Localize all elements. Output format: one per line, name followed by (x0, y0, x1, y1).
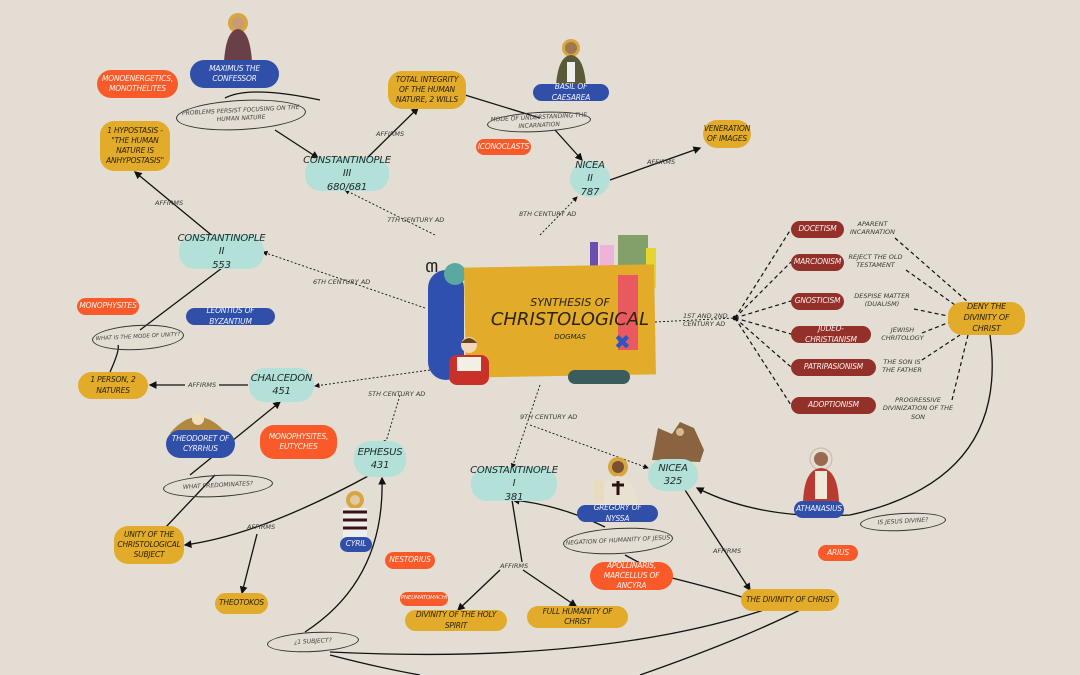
edge-label-affirms: AFFIRMS (155, 199, 184, 207)
edge-label-affirms: AFFIRMS (713, 547, 742, 555)
century-label-7th: 7TH CENTURY AD (387, 216, 445, 224)
century-label-6th: 6TH CENTURY AD (313, 278, 371, 286)
doctrine-veneration-of-images[interactable]: VENERATION OF IMAGES (703, 120, 751, 148)
heresy-desc-gnosticism: DESPISE MATTER (DUALISM) (854, 292, 910, 309)
doctrine-1-person-2-natures[interactable]: 1 PERSON, 2 NATURES (78, 372, 148, 399)
opponent-monophysites-eutyches[interactable]: MONOPHYSITES, EUTYCHES (260, 425, 337, 459)
doctrine-1-hypostasis[interactable]: 1 HYPOSTASIS - "THE HUMAN NATURE IS ANHY… (100, 121, 170, 171)
center-line2: CHRISTOLOGICAL (490, 309, 650, 330)
council-year: 381 (504, 491, 524, 503)
doctrine-divinity-of-christ[interactable]: THE DIVINITY OF CHRIST (741, 589, 839, 611)
council-year: 553 (212, 259, 231, 271)
center-line3: DOGMAS (554, 333, 586, 341)
edge-label-affirms: AFFIRMS (500, 562, 529, 570)
edge-label-affirms: AFFIRMS (647, 158, 676, 166)
edge-label-affirms: AFFIRMS (185, 381, 220, 390)
doctrine-divinity-holy-spirit[interactable]: DIVINITY OF THE HOLY SPIRIT (405, 610, 507, 631)
council-name: CHALCEDON (250, 372, 313, 384)
father-theodoret[interactable]: THEODORET OF CYRRHUS (166, 430, 235, 458)
athanasius-icon (803, 447, 839, 503)
heresy-marcionism[interactable]: MARCIONISM (791, 254, 844, 271)
opponent-iconoclasts[interactable]: ICONOCLASTS (476, 139, 531, 155)
council-name: NICEA (658, 462, 688, 474)
council-year: 680/681 (326, 181, 368, 193)
council-name: EPHESUS (357, 446, 403, 458)
theodoret-icon (170, 413, 226, 433)
heresy-desc-patripasionism: THE SON IS THE FATHER (882, 358, 922, 375)
father-athanasius[interactable]: ATHANASIUS (794, 501, 844, 518)
opponent-monophysites[interactable]: MONOPHYSITES (77, 298, 139, 315)
opponent-monoenergetics[interactable]: MONOENERGETICS, MONOTHELITES (97, 70, 178, 98)
opponent-arius[interactable]: ARIUS (818, 545, 858, 561)
heresy-judeo-christianism[interactable]: JUDEO-CHRISTIANISM (791, 324, 871, 344)
father-maximus[interactable]: MAXIMUS THE CONFESSOR (190, 60, 279, 88)
heresy-patripasionism[interactable]: PATRIPASIONISM (791, 359, 876, 376)
council-name: CONSTANTINOPLE I (470, 464, 558, 490)
doctrine-total-integrity[interactable]: TOTAL INTEGRITY OF THE HUMAN NATURE, 2 W… (388, 71, 466, 109)
council-name: NICEA II (575, 159, 605, 185)
council-year: 431 (370, 460, 390, 471)
nicea-council-icon (652, 422, 704, 462)
doctrine-unity-of-subject[interactable]: UNITY OF THE CHRISTOLOGICAL SUBJECT (114, 526, 184, 564)
century-label-1st-2nd: 1ST AND 2ND CENTURY AD (683, 312, 728, 329)
edge-label-affirms: AFFIRMS (247, 523, 276, 531)
christ-icon (449, 337, 489, 385)
father-gregory[interactable]: GREGORY OF NYSSA (577, 503, 658, 523)
heresy-desc-docetism: APARENT INCARNATION (850, 220, 895, 237)
council-year: 787 (580, 186, 600, 198)
father-basil[interactable]: BASIL OF CAESAREA (533, 82, 609, 102)
council-year: 451 (272, 386, 291, 397)
opponent-pneumatomachi[interactable]: PNEUMATOMACHI (400, 592, 448, 606)
council-chalcedon[interactable]: CHALCEDON 451 (249, 368, 314, 402)
doctrine-full-humanity[interactable]: FULL HUMANITY OF CHRIST (527, 606, 628, 628)
doctrine-deny-divinity[interactable]: DENY THE DIVINITY OF CHRIST (948, 302, 1025, 335)
council-nicea[interactable]: NICEA 325 (648, 459, 698, 491)
heresy-desc-adoptionism: PROGRESSIVE DIVINIZATION OF THE SON (882, 396, 954, 421)
opponent-apollinaris[interactable]: APOLLINARIS, MARCELLUS OF ANCYRA (590, 561, 673, 590)
heresy-desc-judeo-christianism: JEWISH CHRITOLOGY (881, 326, 924, 343)
father-leontius[interactable]: LEONTIUS OF BYZANTIUM (186, 306, 275, 326)
council-name: CONSTANTINOPLE III (303, 154, 391, 180)
gregory-icon (594, 457, 638, 507)
cyril-icon (343, 491, 367, 538)
century-label-8th: 8TH CENTURY AD (519, 210, 577, 218)
century-label-9th: 9TH CENTURY AD (520, 413, 578, 421)
heresy-gnosticism[interactable]: GNOSTICISM (791, 293, 844, 310)
heresy-docetism[interactable]: DOCETISM (791, 221, 844, 238)
opponent-nestorius[interactable]: NESTORIUS (385, 552, 435, 569)
council-ephesus[interactable]: EPHESUS 431 (354, 441, 406, 477)
heresy-desc-marcionism: REJECT THE OLD TESTAMENT (848, 253, 903, 270)
council-name: CONSTANTINOPLE II (177, 232, 266, 258)
heresy-adoptionism[interactable]: ADOPTIONISM (791, 397, 876, 414)
center-line1: SYNTHESIS OF (530, 296, 610, 309)
father-cyril[interactable]: CYRIL (340, 537, 372, 552)
basil-icon (556, 39, 586, 86)
edge-label-affirms: AFFIRMS (376, 130, 405, 138)
council-year: 325 (663, 476, 683, 487)
doctrine-theotokos[interactable]: THEOTOKOS (215, 593, 268, 614)
maximus-icon (224, 13, 252, 62)
century-label-5th: 5TH CENTURY AD (368, 390, 426, 398)
